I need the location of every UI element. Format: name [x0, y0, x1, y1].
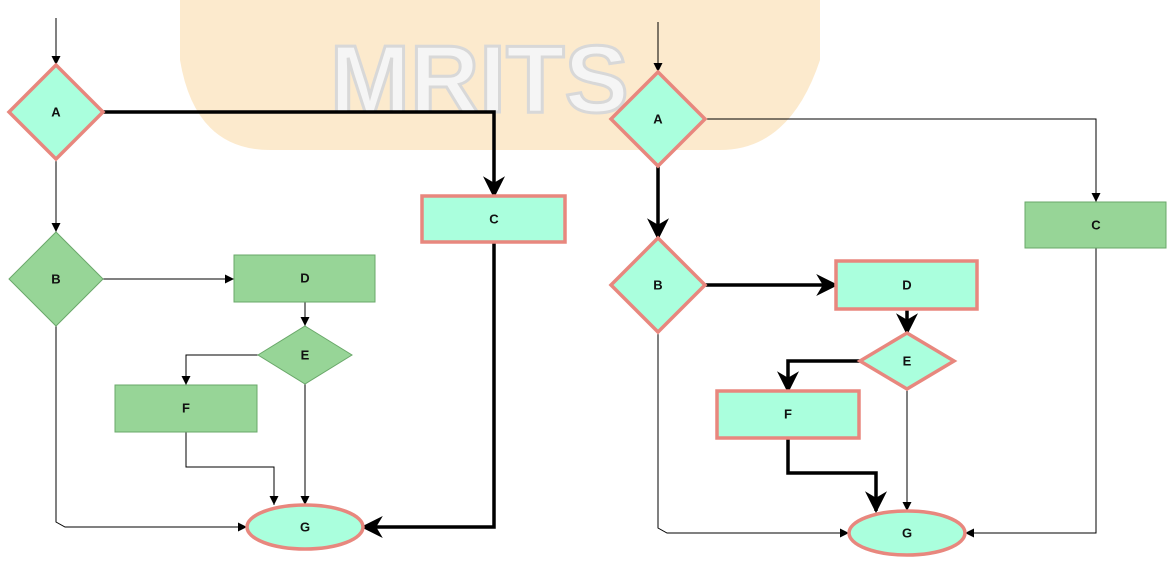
- node-c: C: [420, 194, 567, 244]
- edge-c-to-g: [965, 248, 1097, 538]
- node-a-label: A: [653, 112, 663, 127]
- flowchart-right: A B C D E F G: [608, 22, 1167, 557]
- flowchart-left-edges: [51, 18, 505, 538]
- node-d: D: [834, 259, 979, 311]
- node-g: G: [847, 509, 967, 557]
- node-b: B: [608, 235, 708, 335]
- node-e-label: E: [903, 354, 912, 369]
- flowchart-left-nodes: A B C D E F G: [6, 62, 567, 551]
- node-g: G: [245, 503, 365, 551]
- node-g-label: G: [902, 526, 912, 541]
- node-e-shape: [856, 330, 958, 392]
- watermark: MRITS: [180, 0, 820, 150]
- node-c: C: [1024, 201, 1167, 249]
- node-d-label: D: [300, 271, 309, 286]
- node-f-shape: [715, 389, 861, 440]
- node-b: B: [8, 231, 104, 327]
- edge-f-to-g: [786, 438, 887, 514]
- flowchart-right-nodes: A B C D E F G: [608, 69, 1167, 557]
- node-d-label: D: [902, 278, 911, 293]
- node-e-shape: [257, 325, 353, 385]
- node-d: D: [233, 254, 376, 303]
- node-a: A: [6, 62, 106, 162]
- flowchart-left: A B C D E F G: [6, 18, 567, 551]
- node-a-shape: [608, 69, 708, 169]
- node-a-label: A: [51, 105, 61, 120]
- edge-e-to-f: [181, 354, 258, 385]
- node-a: A: [608, 69, 708, 169]
- node-b-label: B: [51, 272, 60, 287]
- node-c-label: C: [1091, 218, 1101, 233]
- node-f: F: [715, 389, 861, 440]
- node-e-label: E: [301, 348, 310, 363]
- node-a-shape: [6, 62, 106, 162]
- node-g-shape: [245, 503, 365, 551]
- edge-e-to-f: [777, 359, 860, 394]
- edge-a-to-c: [705, 118, 1101, 202]
- edge-b-to-g: [657, 332, 849, 538]
- node-c-shape: [420, 194, 567, 244]
- node-f: F: [114, 384, 258, 433]
- node-f-label: F: [784, 407, 792, 422]
- node-b-label: B: [653, 278, 662, 293]
- node-d-shape: [233, 254, 376, 303]
- edge-c-to-g: [360, 242, 496, 538]
- watermark-text: MRITS: [330, 26, 629, 133]
- node-e: E: [856, 330, 958, 392]
- node-e: E: [257, 325, 353, 385]
- node-d-shape: [834, 259, 979, 311]
- edge-a-to-c: [103, 110, 505, 199]
- node-b-shape: [608, 235, 708, 335]
- edge-f-to-g: [185, 432, 279, 505]
- node-f-shape: [114, 384, 258, 433]
- flowchart-right-edges: [647, 22, 1101, 538]
- edge-b-to-g: [55, 326, 247, 532]
- node-c-shape: [1024, 201, 1167, 249]
- node-g-label: G: [300, 520, 310, 535]
- node-b-shape: [8, 231, 104, 327]
- node-g-shape: [847, 509, 967, 557]
- node-c-label: C: [489, 212, 499, 227]
- node-f-label: F: [182, 401, 190, 416]
